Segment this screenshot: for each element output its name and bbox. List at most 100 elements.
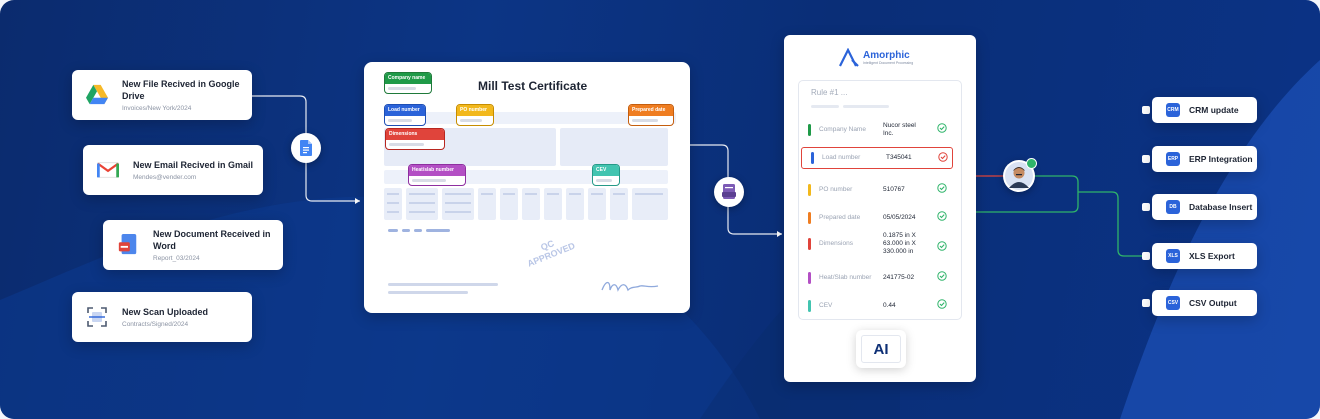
qc-approved-stamp: QC APPROVED [525, 238, 577, 269]
tag-label: Company name [385, 73, 431, 84]
csv-icon: CSV [1166, 296, 1180, 310]
field-label: Prepared date [819, 214, 861, 221]
brand-tagline: Intelligent Document Processing [863, 61, 914, 65]
field-label: CEV [819, 302, 833, 309]
field-row: Dimensions 0.1875 in X 63.000 in X 330.00… [799, 231, 955, 259]
source-title: New Scan Uploaded [122, 307, 209, 317]
field-value: Nucor steel Inc. [883, 122, 916, 137]
word-document-icon [118, 234, 137, 255]
field-value: 510767 [883, 186, 905, 193]
output-crm-update[interactable]: CRM CRM update [1152, 97, 1257, 123]
field-label: Company Name [819, 126, 866, 133]
source-subtitle: Mendes@vender.com [133, 174, 197, 181]
field-label: Dimensions [819, 240, 853, 247]
gmail-icon [97, 162, 119, 178]
tag-label: CEV [593, 165, 619, 176]
check-circle-icon [937, 241, 947, 251]
source-subtitle: Invoices/New York/2024 [122, 105, 192, 112]
check-circle-icon [937, 123, 947, 133]
database-icon: DB [1166, 200, 1180, 214]
source-card-scan[interactable]: New Scan Uploaded Contracts/Signed/2024 [72, 292, 252, 342]
source-title: New Document Received in Word [153, 229, 271, 251]
crm-icon: CRM [1166, 103, 1180, 117]
rule-box: Rule #1 ... Company Name Nucor steel Inc.… [798, 80, 962, 320]
output-label: Database Insert [1189, 202, 1253, 212]
form-block [560, 128, 668, 166]
output-xls-export[interactable]: XLS XLS Export [1152, 243, 1257, 269]
rule-title: Rule #1 ... [811, 88, 848, 97]
extraction-panel: Amorphic Intelligent Document Processing… [784, 35, 976, 382]
check-circle-icon [937, 299, 947, 309]
source-card-google-drive[interactable]: New File Recived in Google Drive Invoice… [72, 70, 252, 120]
field-color-marker [808, 272, 811, 284]
source-subtitle: Contracts/Signed/2024 [122, 321, 189, 328]
field-color-marker [808, 212, 811, 224]
source-card-word[interactable]: New Document Received in Word Report_03/… [103, 220, 283, 270]
field-row: Heat/Slab number 241775-02 [799, 265, 955, 293]
tag-label: Load number [385, 105, 425, 116]
field-value: 05/05/2024 [883, 214, 916, 221]
ai-engine-box: AI [856, 330, 906, 368]
source-title: New File Recived in Google Drive [122, 79, 240, 101]
certificate-title: Mill Test Certificate [478, 79, 588, 93]
field-row: CEV 0.44 [799, 293, 955, 321]
tag-cev: CEV [592, 164, 620, 186]
google-docs-node [291, 133, 321, 163]
tag-company-name: Company name [384, 72, 432, 94]
avatar [1003, 158, 1037, 192]
field-color-marker [808, 238, 811, 250]
tag-heat-slab-number: Heat/slab number [408, 164, 466, 186]
scan-icon [87, 307, 107, 327]
field-color-marker [808, 124, 811, 136]
tag-label: Prepared date [629, 105, 673, 116]
field-row: PO number 510767 [799, 177, 955, 205]
check-circle-icon [937, 183, 947, 193]
field-value: 0.44 [883, 302, 896, 309]
field-label: PO number [819, 186, 853, 193]
tag-dimensions: Dimensions [385, 128, 445, 150]
google-docs-icon [300, 140, 312, 156]
json-node [714, 177, 744, 207]
tag-prepared-date: Prepared date [628, 104, 674, 126]
field-row: Company Name Nucor steel Inc. [799, 117, 955, 145]
output-label: ERP Integration [1189, 154, 1253, 164]
output-label: CRM update [1189, 105, 1239, 115]
field-row: Prepared date 05/05/2024 [799, 205, 955, 233]
ai-label: AI [861, 335, 901, 363]
mill-test-certificate: Mill Test Certificate Company name Load … [364, 62, 690, 313]
person-avatar-icon [1005, 162, 1033, 190]
check-circle-icon [937, 271, 947, 281]
xls-icon: XLS [1166, 249, 1180, 263]
field-color-marker [808, 184, 811, 196]
field-value: 241775-02 [883, 274, 915, 281]
field-color-marker [808, 300, 811, 312]
json-file-icon [722, 184, 736, 199]
output-erp-integration[interactable]: ERP ERP Integration [1152, 146, 1257, 172]
google-drive-icon [86, 84, 108, 105]
field-value: 0.1875 in X 63.000 in X 330.000 in [883, 232, 916, 255]
amorphic-logo: Amorphic Intelligent Document Processing [838, 48, 913, 68]
tag-label: Dimensions [386, 129, 444, 140]
output-label: XLS Export [1189, 251, 1235, 261]
field-label: Load number [822, 154, 861, 161]
field-label: Heat/Slab number [819, 274, 872, 281]
output-database-insert[interactable]: DB Database Insert [1152, 194, 1257, 220]
tag-po-number: PO number [456, 104, 494, 126]
amorphic-logo-icon [839, 48, 859, 67]
output-csv-output[interactable]: CSV CSV Output [1152, 290, 1257, 316]
certificate-table [384, 188, 668, 220]
source-card-gmail[interactable]: New Email Recived in Gmail Mendes@vender… [83, 145, 263, 195]
error-check-icon [938, 152, 948, 162]
source-subtitle: Report_03/2024 [153, 255, 200, 262]
field-row: Load number T345041 [801, 147, 953, 169]
signature [601, 281, 659, 292]
tag-label: PO number [457, 105, 493, 116]
tag-label: Heat/slab number [409, 165, 465, 176]
field-value: T345041 [886, 154, 912, 161]
tag-load-number: Load number [384, 104, 426, 126]
erp-icon: ERP [1166, 152, 1180, 166]
verified-badge-icon [1026, 158, 1037, 169]
check-circle-icon [937, 211, 947, 221]
output-label: CSV Output [1189, 298, 1237, 308]
